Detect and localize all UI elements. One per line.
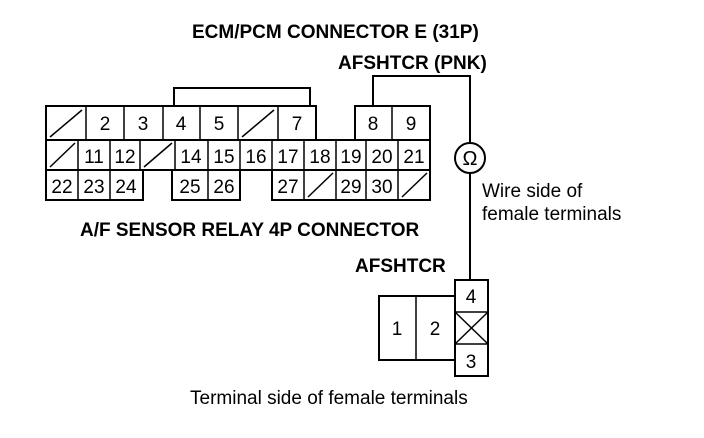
- ecm-connector-title: ECM/PCM CONNECTOR E (31P): [192, 22, 479, 43]
- relay-blank-cross-b: [454, 311, 489, 345]
- ecm-pin-2: 2: [100, 114, 111, 135]
- ecm-pin1-blank: [49, 109, 83, 138]
- ecm-pin-27: 27: [277, 177, 298, 198]
- ecm-pin-14: 14: [180, 147, 202, 168]
- wire-side-label-line1: Wire side of: [482, 181, 583, 202]
- ecm-pin-17: 17: [277, 147, 298, 168]
- ecm-pin-30: 30: [371, 177, 392, 198]
- ecm-pin28-blank: [307, 172, 334, 198]
- ecm-pin-29: 29: [340, 177, 361, 198]
- terminal-side-label: Terminal side of female terminals: [190, 388, 468, 409]
- ecm-pin-8: 8: [368, 114, 379, 135]
- ecm-pin-23: 23: [83, 177, 104, 198]
- ecm-row3c-outline: [271, 170, 431, 201]
- ecm-connector-latch: [173, 87, 311, 106]
- ecm-connector: 2 3 4 5 7 8 9 11 12 14 15 16 17 18 19 20…: [45, 87, 431, 201]
- ecm-row3a-outline: [45, 170, 144, 201]
- ecm-pin-11: 11: [84, 147, 104, 168]
- ecm-pin-12: 12: [114, 147, 135, 168]
- ecm-pin-7: 7: [292, 114, 303, 135]
- ecm-pin-19: 19: [340, 147, 361, 168]
- ecm-pin-24: 24: [115, 177, 137, 198]
- relay-pin-3: 3: [466, 352, 477, 373]
- ecm-pin-20: 20: [371, 147, 392, 168]
- ecm-pin13-blank: [143, 142, 173, 168]
- ecm-pin-9: 9: [406, 114, 417, 135]
- relay-connector: 1 2 4 3: [378, 279, 489, 377]
- ohm-symbol: Ω: [463, 148, 478, 170]
- relay-connector-side: [454, 279, 489, 377]
- relay-connector-title: A/F SENSOR RELAY 4P CONNECTOR: [80, 220, 420, 241]
- ecm-pin6-blank: [241, 109, 275, 138]
- afshtcr-pnk-label: AFSHTCR (PNK): [338, 53, 487, 74]
- ecm-pin-22: 22: [51, 177, 72, 198]
- ecm-pin-3: 3: [138, 114, 149, 135]
- ecm-row1-outline: [45, 105, 317, 140]
- ecm-pin-21: 21: [403, 147, 424, 168]
- ecm-pin-4: 4: [176, 114, 187, 135]
- wire-side-label-line2: female terminals: [482, 204, 621, 225]
- relay-pin-1: 1: [392, 319, 403, 340]
- ecm-pin-18: 18: [309, 147, 330, 168]
- ecm-pin-5: 5: [214, 114, 225, 135]
- ecm-pin31-blank: [401, 172, 428, 198]
- afshtcr-label: AFSHTCR: [355, 256, 446, 277]
- ecm-pin10-blank: [49, 142, 76, 168]
- relay-connector-body: [378, 295, 456, 361]
- ecm-pin-25: 25: [179, 177, 200, 198]
- ecm-row3b-outline: [171, 170, 241, 201]
- ecm-pin-15: 15: [213, 147, 234, 168]
- afshtcr-wire-top: [372, 75, 471, 142]
- ecm-pin-16: 16: [245, 147, 266, 168]
- ecm-pin-26: 26: [213, 177, 234, 198]
- relay-pin-2: 2: [430, 319, 441, 340]
- relay-pin-4: 4: [466, 287, 477, 308]
